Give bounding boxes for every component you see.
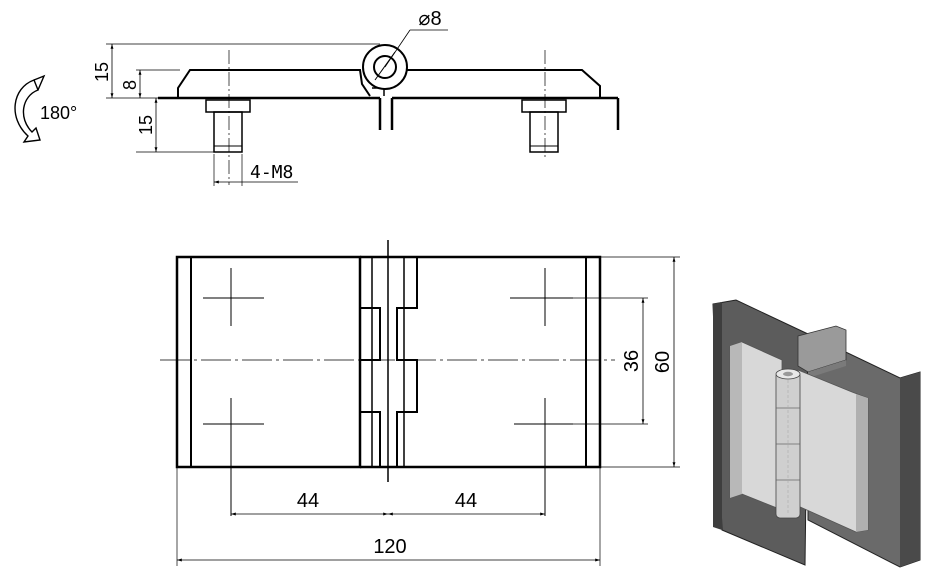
left-hole-offset-label: 44: [297, 490, 319, 512]
right-hole-offset-label: 44: [455, 490, 477, 512]
rotation-label: 180°: [40, 103, 77, 123]
bolt-length-label: 15: [136, 115, 156, 135]
front-view: [160, 240, 680, 566]
bolt-spec-label: 4-M8: [250, 162, 293, 183]
hole-pitch-vertical-label: 36: [621, 350, 643, 372]
leaf-height-label: 8: [120, 80, 140, 90]
overall-height-label: 60: [652, 351, 674, 373]
total-height-label: 15: [92, 62, 112, 82]
side-view: [106, 29, 620, 186]
hinge-3d-render: [712, 299, 921, 568]
rotation-arrow-icon: [14, 74, 46, 143]
overall-width-label: 120: [373, 536, 406, 558]
pin-diameter-label: ⌀8: [418, 8, 441, 30]
